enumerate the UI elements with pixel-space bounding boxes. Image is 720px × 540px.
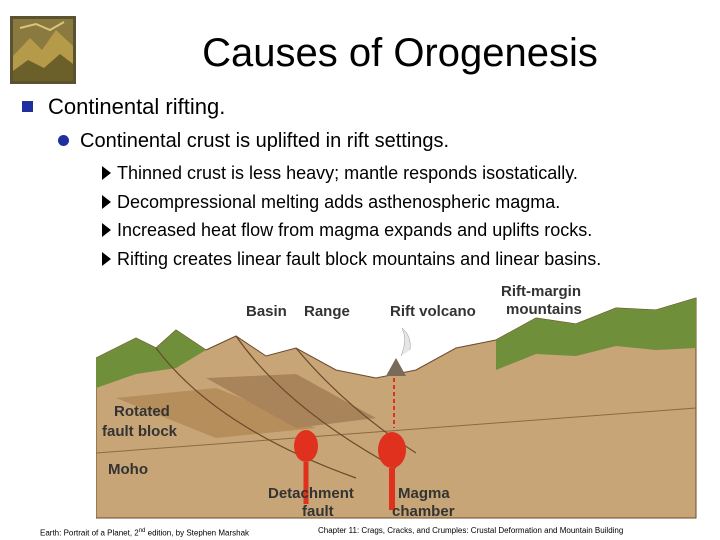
circle-bullet-icon	[58, 135, 69, 146]
fault-block	[116, 388, 316, 438]
fault-line	[155, 347, 357, 479]
label-rift-volcano: Rift volcano	[390, 303, 476, 320]
footer-left: Earth: Portrait of a Planet, 2nd edition…	[40, 528, 250, 538]
rift-diagram: Basin Range Rift volcano Rift-margin mou…	[96, 283, 697, 520]
triangle-bullet-icon	[102, 223, 111, 237]
label-moho: Moho	[108, 461, 148, 478]
label-magma-1: Magma	[398, 485, 450, 502]
magma-chamber-shape	[378, 432, 406, 468]
triangle-bullet-icon	[102, 166, 111, 180]
label-range: Range	[304, 303, 350, 320]
volcano-icon	[386, 358, 406, 376]
square-bullet-icon	[22, 101, 33, 112]
footer-right: Chapter 11: Crags, Cracks, and Crumples:…	[318, 526, 624, 535]
thumbnail-image	[10, 16, 76, 84]
smoke-icon	[400, 327, 411, 357]
grass-surface	[96, 330, 206, 388]
fault-line	[235, 335, 397, 469]
label-basin: Basin	[246, 303, 287, 320]
label-detachment-2: fault	[302, 503, 334, 520]
label-detachment-1: Detachment	[268, 485, 354, 502]
fault-block	[206, 374, 376, 428]
label-rift-margin-2: mountains	[506, 301, 582, 318]
grass-surface	[496, 298, 696, 370]
label-magma-2: chamber	[392, 503, 455, 520]
triangle-bullet-icon	[102, 195, 111, 209]
moho-line	[96, 407, 697, 454]
label-rotated-2: fault block	[102, 423, 178, 440]
triangle-bullet-icon	[102, 252, 111, 266]
magma-blob	[294, 430, 318, 462]
label-rotated-1: Rotated	[114, 403, 170, 420]
slide-title: Causes of Orogenesis	[202, 31, 598, 75]
label-rift-margin-1: Rift-margin	[501, 283, 581, 300]
